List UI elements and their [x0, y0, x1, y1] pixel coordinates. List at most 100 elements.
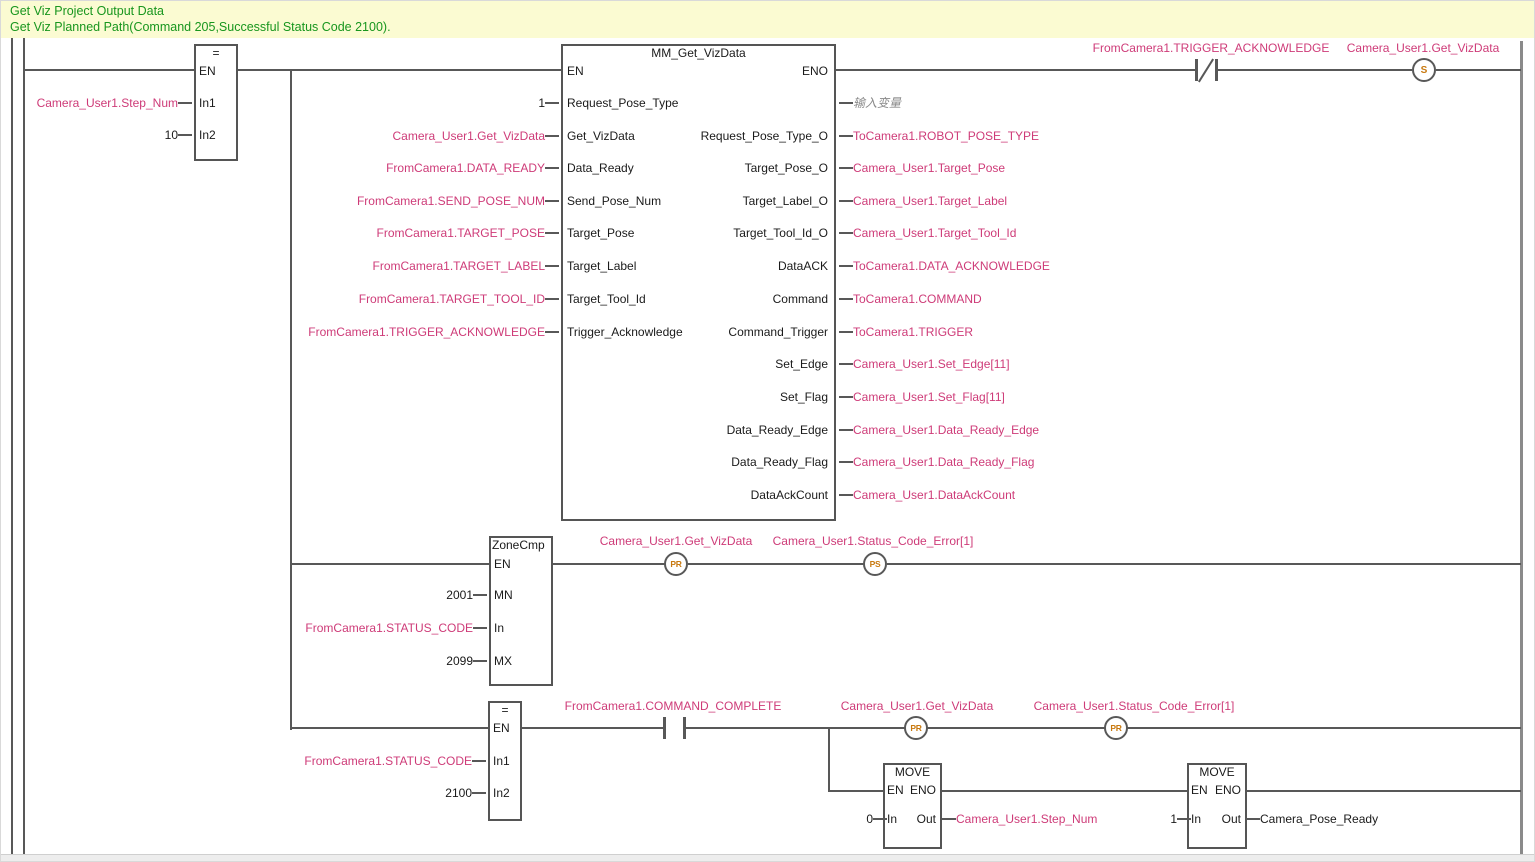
fb-port-target-tool-id-o: Target_Tool_Id_O — [733, 226, 828, 240]
nc-contact[interactable] — [1215, 59, 1218, 81]
fb-port-command: Command — [772, 292, 828, 306]
no-contact[interactable] — [683, 717, 686, 739]
operand-const-2001[interactable]: 2001 — [446, 588, 487, 602]
operand-status-code[interactable]: FromCamera1.STATUS_CODE — [305, 621, 487, 635]
ps-coil[interactable]: PS — [863, 552, 887, 576]
operand-input-variable-placeholder[interactable]: 输入变量 — [838, 96, 902, 110]
fb-port-dataack: DataACK — [777, 259, 828, 273]
operand-send-pose-num[interactable]: FromCamera1.SEND_POSE_NUM — [356, 194, 560, 208]
no-contact-label[interactable]: FromCamera1.COMMAND_COMPLETE — [564, 699, 782, 713]
wire-segment — [942, 790, 1187, 792]
fb-port-en: EN — [567, 64, 584, 78]
wire-segment — [887, 563, 1521, 565]
operand-data-ready-flag[interactable]: Camera_User1.Data_Ready_Flag — [838, 455, 1035, 469]
bottom-gutter — [1, 854, 1534, 861]
zonecmp-in: In — [494, 621, 505, 635]
move-block-2-out: Out — [1221, 812, 1241, 826]
left-power-rail — [23, 38, 25, 854]
wire-segment — [238, 69, 561, 71]
operand-command[interactable]: ToCamera1.COMMAND — [839, 292, 982, 306]
zonecmp-block[interactable] — [489, 536, 553, 686]
operand-target-label-out[interactable]: Camera_User1.Target_Label — [838, 194, 1008, 208]
wire-segment — [290, 727, 488, 729]
fb-mm-get-vizdata[interactable] — [561, 44, 836, 521]
move-block-1-en: EN — [887, 783, 904, 797]
operand-const-1[interactable]: 1 — [538, 96, 559, 110]
operand-set-edge[interactable]: Camera_User1.Set_Edge[11] — [839, 357, 1010, 371]
zonecmp-mx: MX — [494, 654, 512, 668]
fb-port-data-ready: Data_Ready — [567, 161, 634, 175]
ps-coil-label[interactable]: Camera_User1.Status_Code_Error[1] — [772, 534, 974, 548]
move-block-2-in: In — [1191, 812, 1202, 826]
operand-const-2099[interactable]: 2099 — [446, 654, 487, 668]
pr-coil-label[interactable]: Camera_User1.Get_VizData — [599, 534, 753, 548]
operand-step-num[interactable]: Camera_User1.Step_Num — [36, 96, 193, 110]
operand-data-ready-edge[interactable]: Camera_User1.Data_Ready_Edge — [838, 423, 1040, 437]
fb-port-trigger-acknowledge: Trigger_Acknowledge — [567, 325, 683, 339]
operand-target-pose-out[interactable]: Camera_User1.Target_Pose — [838, 161, 1006, 175]
zonecmp-title: ZoneCmp — [492, 538, 545, 552]
operand-camera-pose-ready[interactable]: Camera_Pose_Ready — [1245, 812, 1379, 826]
equals-block-1-in2: In2 — [199, 128, 216, 142]
operand-set-flag[interactable]: Camera_User1.Set_Flag[11] — [839, 390, 1005, 404]
fb-port-send-pose-num: Send_Pose_Num — [567, 194, 662, 208]
set-coil-label[interactable]: Camera_User1.Get_VizData — [1346, 41, 1500, 55]
equals-block-1-title: = — [212, 46, 220, 60]
operand-target-tool-id-out[interactable]: Camera_User1.Target_Tool_Id — [838, 226, 1017, 240]
pr-coil-1[interactable]: PR — [904, 716, 928, 740]
fb-port-command-trigger: Command_Trigger — [728, 325, 828, 339]
wire-segment — [686, 727, 1521, 729]
fb-port-target-label-o: Target_Label_O — [742, 194, 828, 208]
zonecmp-en: EN — [494, 557, 511, 571]
operand-robot-pose-type[interactable]: ToCamera1.ROBOT_POSE_TYPE — [838, 129, 1040, 143]
operand-const-2100[interactable]: 2100 — [445, 786, 486, 800]
fb-port-data-ready-edge: Data_Ready_Edge — [726, 423, 828, 437]
fb-port-eno: ENO — [801, 64, 828, 78]
no-contact[interactable] — [663, 717, 666, 739]
equals-block-2-title: = — [501, 703, 509, 717]
operand-trigger-acknowledge[interactable]: FromCamera1.TRIGGER_ACKNOWLEDGE — [308, 325, 559, 339]
pr-coil-2[interactable]: PR — [1104, 716, 1128, 740]
wire-segment — [1247, 790, 1521, 792]
pr-coil[interactable]: PR — [664, 552, 688, 576]
fb-port-target-tool-id: Target_Tool_Id — [567, 292, 646, 306]
wire-segment — [688, 563, 864, 565]
move-block-1-eno: ENO — [909, 783, 936, 797]
fb-port-target-pose-o: Target_Pose_O — [744, 161, 828, 175]
fb-port-target-pose: Target_Pose — [567, 226, 635, 240]
equals-block-1-en: EN — [199, 64, 216, 78]
set-coil[interactable]: S — [1412, 58, 1436, 82]
operand-target-label[interactable]: FromCamera1.TARGET_LABEL — [372, 259, 559, 273]
operand-target-tool-id[interactable]: FromCamera1.TARGET_TOOL_ID — [358, 292, 560, 306]
wire-segment — [290, 563, 491, 565]
operand-status-code-2[interactable]: FromCamera1.STATUS_CODE — [304, 754, 486, 768]
move-block-2-eno: ENO — [1214, 783, 1241, 797]
operand-target-pose[interactable]: FromCamera1.TARGET_POSE — [376, 226, 560, 240]
equals-block-2-in1: In1 — [493, 754, 510, 768]
operand-data-ready[interactable]: FromCamera1.DATA_READY — [386, 161, 559, 175]
operand-step-num-out[interactable]: Camera_User1.Step_Num — [941, 812, 1098, 826]
operand-data-acknowledge[interactable]: ToCamera1.DATA_ACKNOWLEDGE — [839, 259, 1050, 273]
branch-wire — [828, 727, 830, 791]
equals-block-2[interactable] — [488, 701, 522, 821]
nc-contact-label[interactable]: FromCamera1.TRIGGER_ACKNOWLEDGE — [1092, 41, 1330, 55]
operand-const-0[interactable]: 0 — [866, 812, 887, 826]
wire-segment — [1436, 69, 1521, 71]
move-block-1[interactable] — [883, 763, 942, 849]
move-block-2[interactable] — [1187, 763, 1247, 849]
move-block-2-en: EN — [1191, 783, 1208, 797]
pr-coil-2-label[interactable]: Camera_User1.Status_Code_Error[1] — [1033, 699, 1235, 713]
pr-coil-1-label[interactable]: Camera_User1.Get_VizData — [840, 699, 994, 713]
operand-get-vizdata[interactable]: Camera_User1.Get_VizData — [392, 129, 559, 143]
wire-segment — [836, 69, 1195, 71]
rung-comment[interactable]: Get Viz Project Output Data Get Viz Plan… — [1, 1, 1534, 38]
equals-block-1[interactable] — [194, 44, 238, 161]
operand-trigger[interactable]: ToCamera1.TRIGGER — [838, 325, 974, 339]
operand-dataackcount[interactable]: Camera_User1.DataAckCount — [838, 488, 1016, 502]
operand-const-10[interactable]: 10 — [164, 128, 193, 142]
nc-contact[interactable] — [1195, 59, 1198, 81]
operand-const-1b[interactable]: 1 — [1170, 812, 1191, 826]
move-block-2-title: MOVE — [1199, 765, 1235, 779]
fb-port-request-pose-type: Request_Pose_Type — [567, 96, 679, 110]
